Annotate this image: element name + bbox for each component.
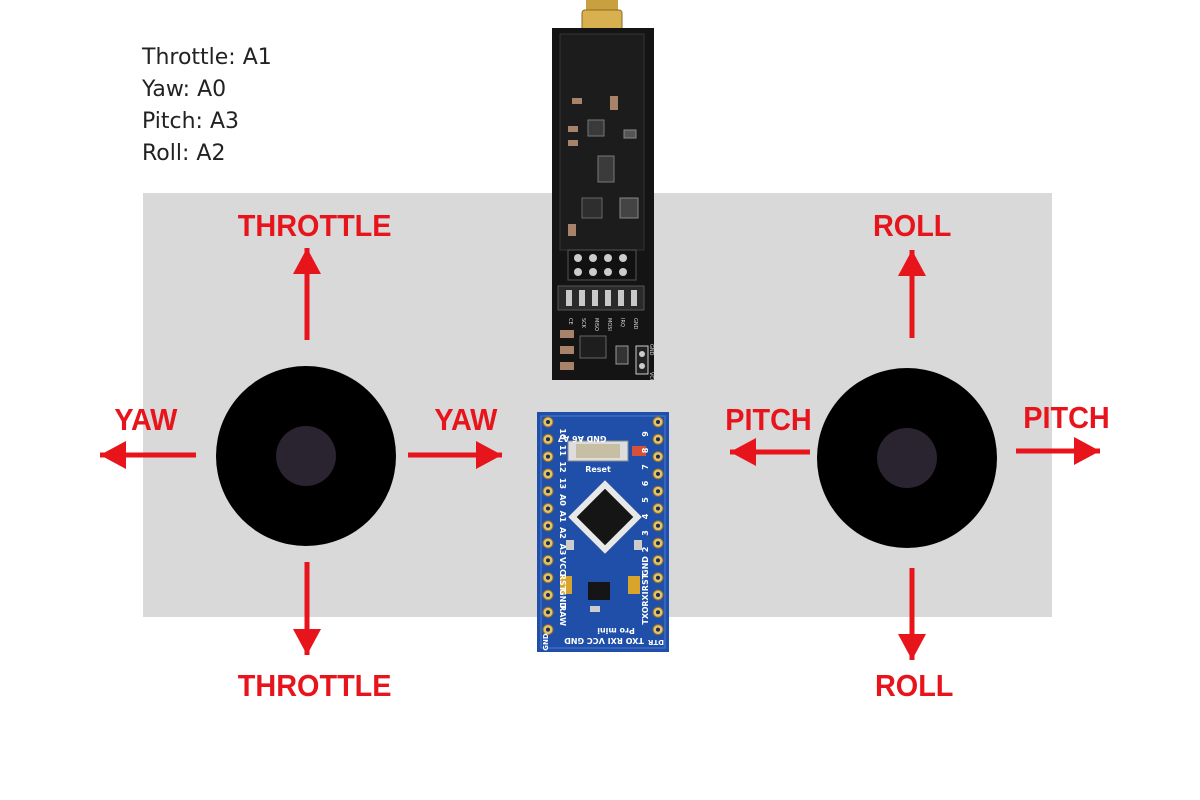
radio-pin-label: MISO [593, 318, 599, 331]
pin-hole-center [546, 524, 550, 528]
right-joystick[interactable] [817, 368, 997, 548]
right-pin-label: 2 [641, 547, 650, 553]
left-pin-label: 12 [558, 461, 567, 472]
pin-hole-center [546, 558, 550, 562]
right-pin-label: 3 [641, 530, 650, 536]
pin-hole-center [656, 472, 660, 476]
pin-hole-center [546, 437, 550, 441]
left-pin-label: 13 [558, 478, 567, 489]
arrow-up-head-icon [293, 248, 321, 274]
pin-hole-center [656, 610, 660, 614]
dtr-label: DTR [647, 638, 664, 646]
radio-power-label: GND [648, 344, 654, 356]
left-pin-label: VCC [558, 557, 567, 575]
pin-hole-center [656, 507, 660, 511]
corner-gnd-label: GND [542, 633, 550, 651]
pin-hole-center [656, 541, 660, 545]
left-left-label: YAW [114, 402, 177, 438]
pin-hole-center [546, 489, 550, 493]
radio-pin-label: IRQ [619, 318, 625, 327]
right-pin-label: RST [641, 573, 650, 591]
pin-hole-center [656, 489, 660, 493]
pin-hole-center [656, 558, 660, 562]
pin-hole-center [656, 628, 660, 632]
pin-hole-center [546, 541, 550, 545]
pin-hole-center [546, 576, 550, 580]
arrow-right-head-icon [476, 441, 502, 469]
left-stick-center [276, 426, 336, 486]
left-joystick[interactable] [216, 366, 396, 546]
arrow-down-head-icon [898, 634, 926, 660]
right-pin-label: 6 [641, 480, 650, 486]
left-pin-label: 11 [558, 445, 567, 457]
right-left-label: PITCH [725, 402, 811, 438]
pin-hole-center [546, 593, 550, 597]
right-down-label: ROLL [875, 668, 953, 704]
right-right-label: PITCH [1023, 400, 1109, 436]
radio-pin-label: GND [632, 318, 638, 330]
radio-pin-label: CE [567, 318, 573, 325]
right-pin-label: GND [641, 556, 650, 576]
radio-power-label: VCC [648, 372, 654, 383]
right-pin-label: TXO [641, 606, 650, 624]
pin-hole-center [656, 576, 660, 580]
pin-hole-center [546, 628, 550, 632]
left-right-label: YAW [434, 402, 497, 438]
board-name-label: Pro mini [597, 626, 635, 635]
left-down-label: THROTTLE [238, 668, 392, 704]
left-pin-label: A2 [558, 527, 567, 539]
left-up-label: THROTTLE [238, 208, 392, 244]
pin-hole-center [656, 593, 660, 597]
bottom-pins-label: TXO RXI VCC GND [564, 636, 644, 645]
pin-hole-center [546, 472, 550, 476]
right-stick-center [877, 428, 937, 488]
right-pin-label: 8 [641, 447, 650, 453]
right-pin-label: RXI [641, 591, 650, 606]
left-pin-label: A0 [558, 494, 567, 506]
pin-hole-center [546, 420, 550, 424]
pin-hole-center [656, 437, 660, 441]
right-pin-label: 9 [641, 431, 650, 437]
arrow-up-head-icon [898, 250, 926, 276]
arrow-left-head-icon [730, 438, 756, 466]
arrow-left-head-icon [100, 441, 126, 469]
pin-hole-center [656, 420, 660, 424]
reset-label: Reset [585, 465, 611, 474]
radio-pin-label: MOSI [606, 318, 612, 331]
right-pin-label: 4 [641, 513, 650, 519]
pin-hole-center [656, 524, 660, 528]
arrow-right-head-icon [1074, 437, 1100, 465]
right-pin-label: 7 [641, 464, 650, 470]
pin-hole-center [546, 507, 550, 511]
arrow-down-head-icon [293, 629, 321, 655]
radio-pin-label: SCK [580, 318, 586, 329]
pin-hole-center [546, 455, 550, 459]
left-pin-label: A1 [558, 511, 567, 523]
pin-hole-center [546, 610, 550, 614]
left-pin-label: RAW [558, 605, 567, 626]
pin-hole-center [656, 455, 660, 459]
left-pin-label: A3 [558, 544, 567, 556]
right-pin-label: 5 [641, 497, 650, 503]
right-up-label: ROLL [873, 208, 951, 244]
left-pin-label: 10 [558, 428, 567, 440]
